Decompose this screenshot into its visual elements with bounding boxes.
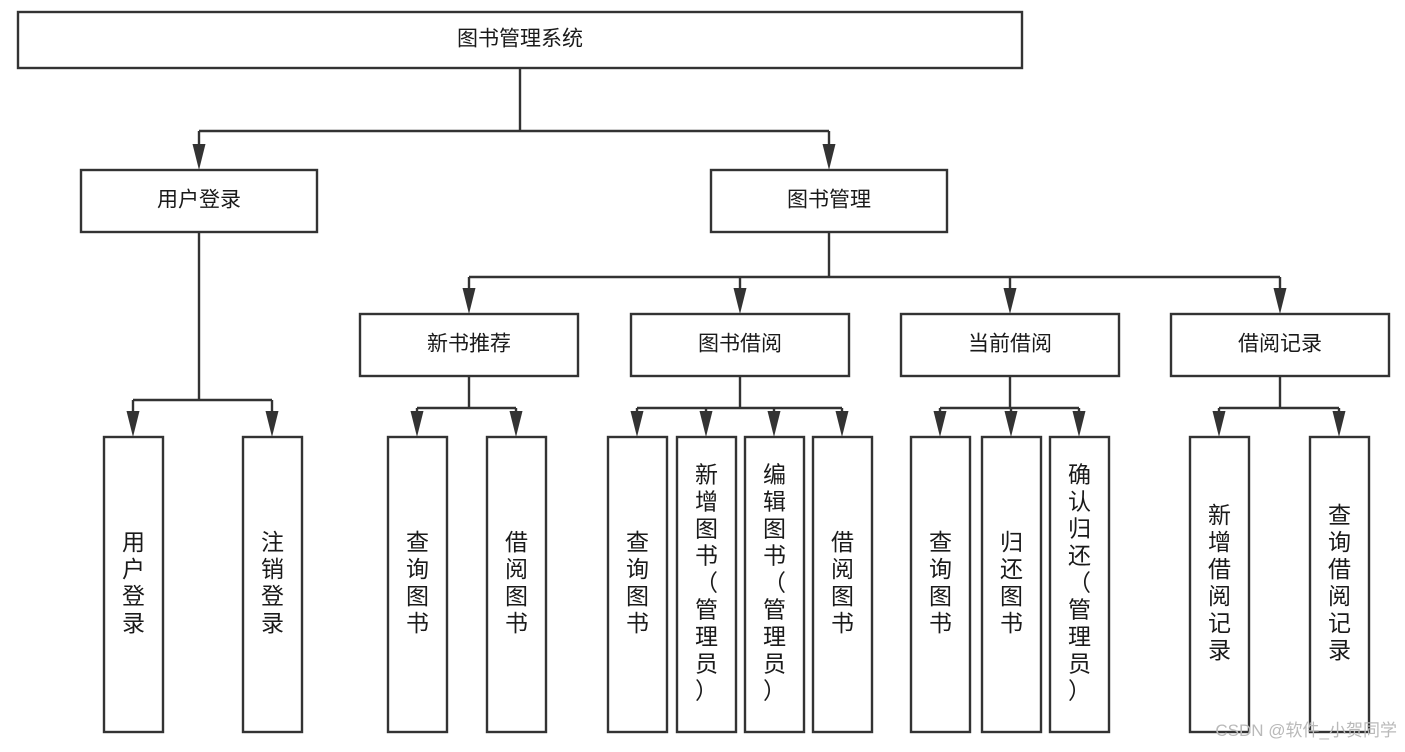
node-label: 借阅图书 (831, 529, 854, 636)
user-login-bus (126, 232, 279, 437)
node-label: 查询图书 (929, 529, 952, 636)
node-查询图书-leaf-8[interactable]: 查询图书 (909, 435, 972, 734)
node-label: 当前借阅 (968, 333, 1052, 356)
node-label: 新增图书（管理员） (695, 462, 718, 704)
node-确认归还管理员-leaf-10[interactable]: 确认归还（管理员） (1048, 435, 1111, 734)
node-label: 借阅图书 (505, 529, 528, 636)
node-label: 归还图书 (1000, 529, 1023, 636)
node-label: 图书管理系统 (457, 28, 583, 51)
root-bus (192, 68, 836, 170)
node-新增图书管理员-leaf-5[interactable]: 新增图书（管理员） (675, 435, 738, 734)
book-borrow-bus (630, 376, 849, 437)
node-新书推荐-level2-0[interactable]: 新书推荐 (358, 312, 580, 378)
node-用户登录-level1-0[interactable]: 用户登录 (79, 168, 319, 234)
node-查询借阅记录-leaf-12[interactable]: 查询借阅记录 (1308, 435, 1371, 734)
current-borrow-bus (933, 376, 1086, 437)
node-label: 图书借阅 (698, 333, 782, 356)
node-label: 新书推荐 (427, 333, 511, 356)
node-label: 查询图书 (626, 529, 649, 636)
borrow-record-bus (1212, 376, 1346, 437)
node-label: 确认归还（管理员） (1068, 462, 1091, 704)
node-label: 编辑图书（管理员） (763, 462, 786, 704)
node-借阅图书-leaf-7[interactable]: 借阅图书 (811, 435, 874, 734)
node-注销登录-leaf-1[interactable]: 注销登录 (241, 435, 304, 734)
node-label: 查询借阅记录 (1328, 502, 1351, 663)
node-用户登录-leaf-0[interactable]: 用户登录 (102, 435, 165, 734)
node-label: 新增借阅记录 (1208, 502, 1231, 663)
node-图书管理-level1-1[interactable]: 图书管理 (709, 168, 949, 234)
node-label: 用户登录 (157, 189, 241, 212)
node-编辑图书管理员-leaf-6[interactable]: 编辑图书（管理员） (743, 435, 806, 734)
node-新增借阅记录-leaf-11[interactable]: 新增借阅记录 (1188, 435, 1251, 734)
node-label: 查询图书 (406, 529, 429, 636)
new-book-bus (410, 376, 523, 437)
node-归还图书-leaf-9[interactable]: 归还图书 (980, 435, 1043, 734)
connector-layer (126, 68, 1346, 437)
node-查询图书-leaf-4[interactable]: 查询图书 (606, 435, 669, 734)
node-layer: 图书管理系统用户登录图书管理新书推荐图书借阅当前借阅借阅记录用户登录注销登录查询… (16, 10, 1391, 734)
node-图书借阅-level2-1[interactable]: 图书借阅 (629, 312, 851, 378)
node-查询图书-leaf-2[interactable]: 查询图书 (386, 435, 449, 734)
node-label: 借阅记录 (1238, 333, 1322, 356)
node-label: 图书管理 (787, 189, 871, 212)
node-label: 用户登录 (122, 529, 145, 636)
book-mgmt-bus (462, 232, 1287, 314)
node-借阅图书-leaf-3[interactable]: 借阅图书 (485, 435, 548, 734)
node-label: 注销登录 (261, 529, 284, 636)
node-当前借阅-level2-2[interactable]: 当前借阅 (899, 312, 1121, 378)
node-借阅记录-level2-3[interactable]: 借阅记录 (1169, 312, 1391, 378)
node-图书管理系统-root-0[interactable]: 图书管理系统 (16, 10, 1024, 70)
